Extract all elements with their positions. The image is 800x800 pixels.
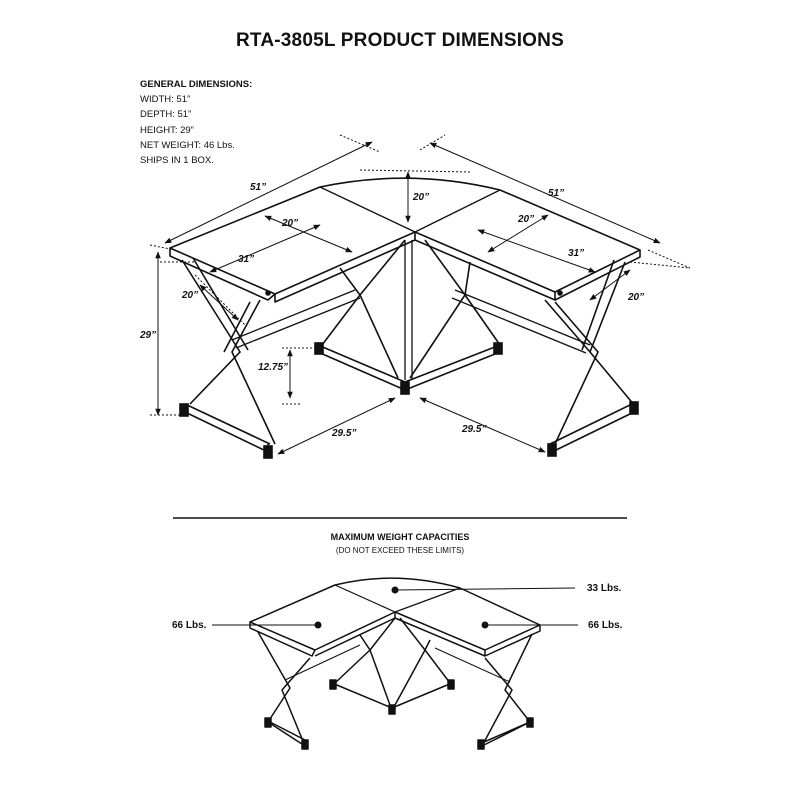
dim-shelf-height: 12.75” [258, 362, 288, 373]
capacity-left-label: 66 Lbs. [172, 620, 207, 631]
capacity-desk-drawing [249, 577, 541, 750]
dim-right-length: 31” [568, 248, 584, 259]
width-spec: WIDTH: 51” [140, 94, 191, 106]
dim-right-side-depth: 20” [627, 292, 644, 303]
page-title: RTA-3805L PRODUCT DIMENSIONS [236, 30, 564, 51]
capacity-callouts [212, 586, 578, 629]
dim-height: 29” [139, 330, 156, 341]
height-spec: HEIGHT: 29” [140, 124, 194, 136]
dim-left-base: 29.5” [331, 428, 356, 439]
dim-left-depth-top: 20” [281, 218, 298, 229]
capacity-right-label: 66 Lbs. [588, 620, 623, 631]
depth-spec: DEPTH: 51” [140, 109, 192, 121]
dim-right-base: 29.5” [461, 424, 486, 435]
capacities-subtitle: (DO NOT EXCEED THESE LIMITS) [335, 546, 465, 555]
capacity-corner-label: 33 Lbs. [587, 583, 622, 594]
corner-leg-frame [314, 239, 503, 395]
dim-right-width: 51” [548, 188, 564, 199]
dim-corner-depth: 20” [412, 192, 429, 203]
dimension-lines [149, 134, 691, 455]
dim-left-length: 31” [238, 254, 254, 265]
dim-left-width: 51” [250, 182, 266, 193]
dim-left-side-depth: 20” [181, 290, 198, 301]
general-dimensions-heading: GENERAL DIMENSIONS: [140, 79, 253, 90]
right-leg-frame [451, 259, 639, 457]
dim-right-depth-top: 20” [517, 214, 534, 225]
capacities-title: MAXIMUM WEIGHT CAPACITIES [330, 532, 470, 542]
